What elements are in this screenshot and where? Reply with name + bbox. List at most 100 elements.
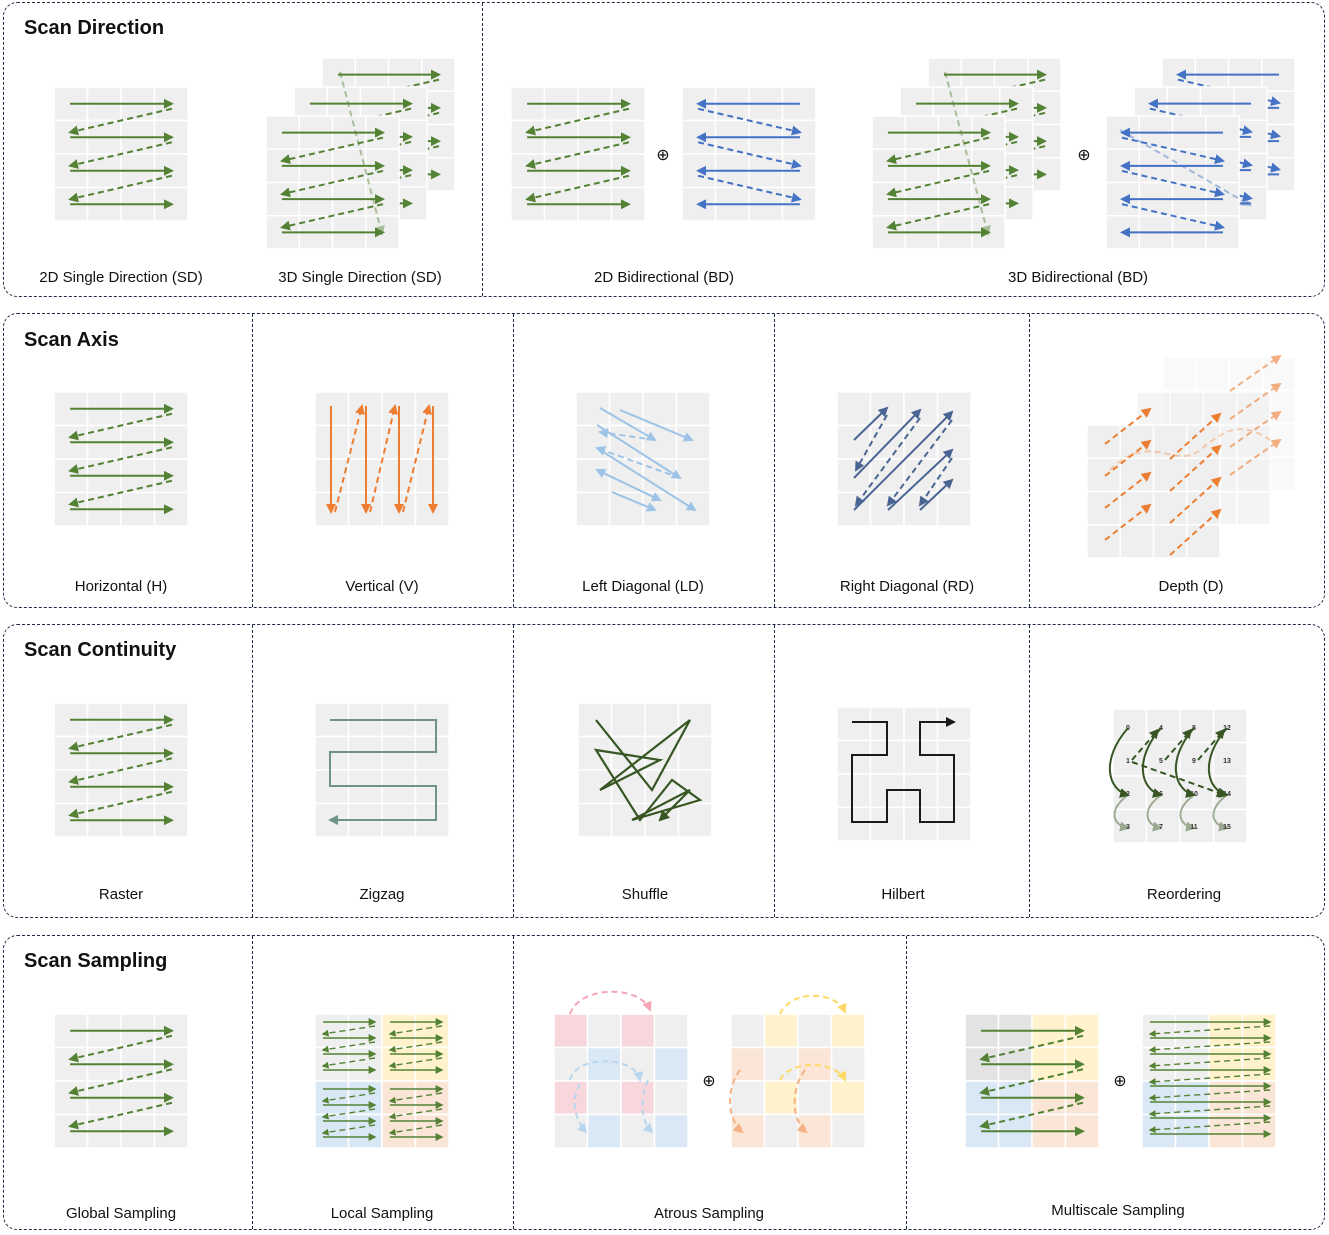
grid-cells [1086, 424, 1221, 559]
grid-cells [836, 706, 972, 842]
grid-cell [414, 1113, 450, 1149]
caption-right-diagonal: Right Diagonal (RD) [839, 578, 975, 595]
plus-operator-icon: ⊕ [702, 1071, 715, 1090]
scan-arrow [697, 141, 802, 169]
caption-atrous-sampling: Atrous Sampling [653, 1205, 765, 1222]
grid-cell [869, 491, 905, 527]
scan-arrow [280, 169, 384, 198]
scan-arrow [525, 107, 630, 136]
reorder-index-label: 13 [1223, 758, 1231, 765]
grid-cell [797, 1113, 833, 1149]
grid-cell [1141, 1013, 1177, 1049]
scan-arrow [68, 1068, 173, 1096]
grid-cell [797, 1080, 833, 1116]
grid-cell [936, 491, 972, 527]
caption-horizontal: Horizontal (H) [74, 578, 168, 595]
grid-cells [314, 702, 450, 838]
scan-path [1146, 794, 1163, 832]
grid-cell [653, 1113, 689, 1149]
grid-cell [553, 1080, 589, 1116]
grid-cell [1174, 1113, 1210, 1149]
caption-vertical: Vertical (V) [345, 578, 419, 595]
divider [252, 314, 253, 607]
divider [252, 936, 253, 1229]
scan-arrow [68, 723, 173, 752]
caption-global-sampling: Global Sampling [65, 1205, 177, 1222]
scan-arrow [1121, 136, 1225, 164]
divider [774, 625, 775, 917]
grid-cell [347, 735, 383, 771]
grid-cell [677, 735, 713, 771]
grid-cell [1236, 457, 1271, 493]
scan-path [729, 1069, 744, 1134]
grid-cell [653, 1013, 689, 1049]
caption-hilbert: Hilbert [881, 886, 925, 903]
grid-cell [1152, 424, 1188, 459]
scan-arrow [853, 410, 954, 511]
scan-arrow [854, 417, 921, 507]
caption-left-diagonal: Left Diagonal (LD) [582, 578, 704, 595]
scan-arrow [525, 174, 630, 203]
scan-path [793, 1069, 808, 1134]
panel-scan-direction [3, 2, 1325, 297]
plus-operator-icon: ⊕ [656, 145, 669, 164]
divider [1029, 625, 1030, 917]
caption-multiscale-sampling: Multiscale Sampling [1051, 1202, 1185, 1219]
grid-cell [936, 706, 972, 742]
scan-arrow [1148, 1057, 1271, 1070]
scan-arrow [388, 1124, 443, 1136]
scan-path [569, 990, 652, 1015]
divider [513, 936, 514, 1229]
scan-path [1212, 794, 1229, 832]
grid-cell [763, 1013, 799, 1049]
divider [482, 3, 483, 296]
grid-cell [553, 1013, 589, 1049]
grid-cell [653, 1080, 689, 1116]
reorder-index-label: 5 [1159, 758, 1163, 765]
grid-cell [1086, 490, 1121, 526]
divider [513, 314, 514, 607]
scan-arrow [1148, 1089, 1271, 1102]
grid-cell [677, 769, 713, 805]
grid-cell [1186, 524, 1221, 559]
scan-arrow [979, 1034, 1084, 1063]
scan-arrow [1169, 412, 1222, 460]
grid-cell [1141, 1113, 1177, 1149]
grid-cell [620, 1013, 656, 1049]
scan-arrow [596, 447, 697, 512]
scan-arrow [1148, 1025, 1271, 1038]
scan-arrow [525, 141, 630, 169]
divider [906, 936, 907, 1229]
grid-cell [1112, 708, 1148, 744]
scan-arrow [619, 409, 694, 442]
grid-cells [553, 1013, 689, 1149]
grid-cell [1152, 457, 1188, 493]
caption-2d-bidirectional: 2D Bidirectional (BD) [593, 269, 735, 286]
grid-cells [730, 1013, 866, 1149]
grid-cell [608, 391, 644, 427]
scan-path [851, 717, 956, 823]
grid-cell [836, 458, 872, 494]
scan-arrow [1169, 444, 1222, 492]
divider [1029, 314, 1030, 607]
scan-path [1179, 794, 1196, 832]
scan-arrow [886, 169, 990, 198]
scan-arrow [68, 790, 173, 819]
grid-cell [1086, 457, 1121, 493]
grid-cell [677, 802, 713, 838]
grid-cell [575, 458, 611, 494]
grid-cell [1202, 391, 1238, 426]
grid-cell [414, 1080, 450, 1116]
grid-cell [830, 1080, 866, 1116]
grid-cell [1162, 356, 1197, 391]
grid-cell [836, 391, 872, 427]
grid-cell [1236, 391, 1271, 426]
scan-arrow [321, 1025, 376, 1037]
scan-arrow [1164, 728, 1193, 761]
grid-cell [414, 735, 450, 771]
scan-arrow [68, 446, 173, 474]
scan-arrow [321, 1124, 376, 1136]
scan-arrow [595, 446, 681, 479]
scan-path [1109, 428, 1271, 471]
grid-cell [1136, 391, 1171, 426]
